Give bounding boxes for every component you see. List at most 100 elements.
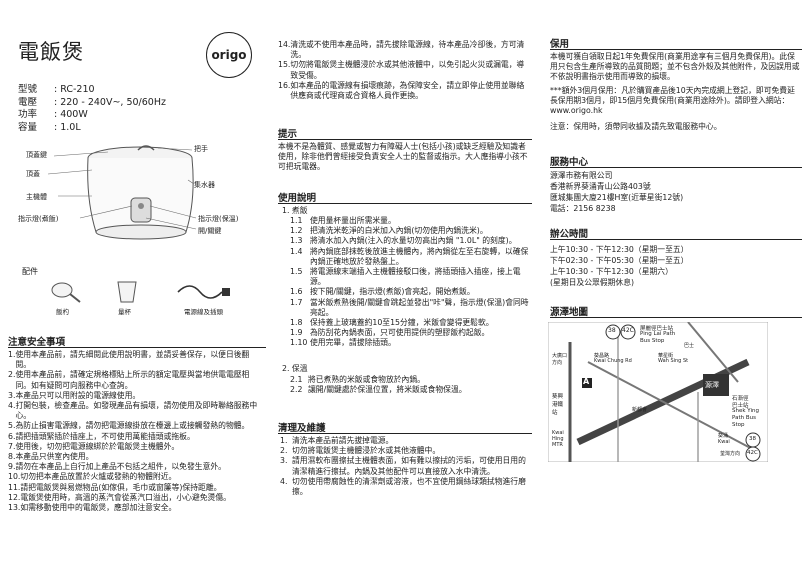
list-item: 12.電飯煲使用時，高溫的蒸汽會從蒸汽口溢出，小心避免燙傷。 [8,492,231,502]
hours-line: 下午02:30 - 下午05:30（星期一至五） [550,256,689,265]
middle-column: 14.清洗或不使用本產品時，請先拔除電源線，待本產品冷卻後，方可清洗。 15.切… [274,0,536,568]
cleaning-title: 清理及維護 [278,423,326,434]
map-label: 大廣口 [552,353,568,359]
accessory-cord: 電源線及插頭 [184,308,223,316]
list-item: 10.切勿把本產品放置於火爐或發熱的物體附近。 [8,472,177,482]
map-label: 方向 [552,360,563,366]
list-item: 14.清洗或不使用本產品時，請先拔除電源線，待本產品冷卻後，方可清洗。 [278,40,525,60]
list-item: 3.本產品只可以用附設的電源線使用。 [8,390,141,400]
divider [278,139,532,140]
left-column: 電飯煲 origo 型號: RC-210 電壓: 220 - 240V~, 50… [0,0,270,568]
label-lid-button: 頂蓋鍵 [26,151,47,159]
rice-cooker-illustration [47,145,197,240]
hours-title: 辦公時間 [550,229,589,240]
office-hours: 上午10:30 - 下午12:30（星期一至五） 下午02:30 - 下午05:… [550,244,802,288]
spec-value: : 220 - 240V~, 50/60Hz [54,96,166,108]
map-label: Bus Stop [640,338,665,344]
spec-row: 容量 : 1.0L [18,122,166,135]
map-label: 葵興港鐵站 [552,394,564,416]
list-item: 11.請把電飯煲與易燃物品(如傢俱，毛巾或窗簾等)保持距離。 [8,482,222,492]
spec-row: 電壓 : 220 - 240V~, 50/60Hz [18,97,166,110]
usage-title: 使用說明 [278,193,317,204]
map-label: Kwai [718,439,730,445]
hours-line: 上午10:30 - 下午12:30（星期一至五） [550,245,689,254]
list-item: 7.使用後，切勿把電源線綁於於電飯煲主機體外。 [8,441,180,451]
spec-value: : 400W [54,109,88,120]
right-column: 保用 本機可獲自領取日起1年免費保用(商業用途享有三個月免費保用)。此保用只包含… [540,0,808,568]
label-switch: 開/關鍵 [198,227,222,235]
safety-title: 注意安全事項 [8,337,66,348]
spec-list: 型號: RC-210 電壓: 220 - 240V~, 50/60Hz 功率: … [18,84,166,134]
map-title: 源澤地圖 [550,307,589,318]
map-label: 葵昌路 [594,353,610,359]
list-item: 2.使用本產品前，請確定規格標貼上所示的額定電壓與當地供電電壓相同。如有疑問可向… [8,370,250,390]
map-label: 屏麗徑巴士站 [640,326,674,332]
map-label: 新都會 [632,407,648,413]
safety-list: 1.使用本產品前，請先細閱此使用說明書，並請妥善保存，以便日後翻閱。 2.使用本… [8,350,264,513]
service-line: 香港新界葵涌青山公路403號 [550,182,651,191]
destination-marker: 源澤 [705,381,719,389]
service-info: 源澤市務有限公司 香港新界葵涌青山公路403號 匯城集團大廈21樓H室(近華星街… [550,170,802,214]
map-label: Wah Sing St [658,358,689,364]
service-line: 匯城集團大廈21樓H室(近華星街12號) [550,193,684,202]
accessories-title: 配件 [22,267,38,276]
label-water-collector: 集水器 [194,181,215,189]
notice-text: 本機不是為體質、感覺或智力有障礙人士(包括小孩)或缺乏經驗及知識者使用，除非他們… [278,142,528,172]
map-label: 巴士 [684,343,695,349]
map-label: Ping Lai Path [640,331,676,337]
accessories-illustration [51,281,230,303]
map-label: Path Bus [732,415,756,421]
spec-value: : 1.0L [54,121,81,133]
bus-route-label: 38 [608,327,616,334]
map-label: 巴士站 [732,403,749,409]
list-item: 4.打開包裝，檢查產品。如發現產品有損壞，請勿使用及即時聯絡服務中心。 [8,401,258,421]
service-line: 源澤市務有限公司 [550,171,613,180]
label-warm-light: 指示燈(保溫) [198,215,239,223]
warranty-text: 本機可獲自領取日起1年免費保用(商業用途享有三個月免費保用)。此保用只包含生產所… [550,52,800,82]
map-label: Kwai Hing MTR [552,430,564,448]
spec-key: 功率 [18,109,38,120]
notice-title: 提示 [278,129,298,140]
usage-section-2: 2. 保溫 [282,364,308,373]
list-item: 5.為防止損害電源線，請勿把電源線掛放在檯邊上或接觸發熱的物體。 [8,421,250,431]
list-item: 8.本產品只供室內使用。 [8,452,94,462]
list-item: 15.切勿將電飯煲主機體浸於水或其他液體中，以免引起火災或漏電，導致受傷。 [278,60,525,80]
cleaning-list: 1.清洗本產品前請先拔掉電源。 2.切勿將電飯煲主機體浸於水或其他液體中。 3.… [280,436,532,497]
hours-line: 上午10:30 - 下午12:30（星期六） [550,267,673,276]
safety-list-continued: 14.清洗或不使用本產品時，請先拔除電源線，待本產品冷卻後，方可清洗。 15.切… [278,40,532,101]
bus-route-label: 42C [747,450,758,456]
divider [550,49,802,50]
warranty-title: 保用 [550,39,570,50]
spec-key: 電壓 [18,96,38,108]
accessory-cup: 量杯 [118,308,131,316]
street-map [547,321,769,463]
map-label: Stop [732,422,745,428]
divider [8,347,266,348]
divider [550,167,802,168]
label-cook-light: 指示燈(煮飯) [18,215,59,223]
spec-key: 容量 [18,121,38,133]
list-item: 1.清洗本產品前請先拔掉電源。 [280,436,394,445]
divider [550,317,802,318]
page-title: 電飯煲 [18,40,84,64]
exit-a-marker: A [583,377,590,386]
spec-value: : RC-210 [54,84,95,95]
accessory-spoon: 飯杓 [56,308,69,316]
label-body: 主機體 [26,193,47,201]
divider [550,239,802,240]
location-map: 38 42C 屏麗徑巴士站 Ping Lai Path Bus Stop 大廣口… [547,321,769,463]
list-item: 4.切勿使用帶腐蝕性的清潔劑或溶液，也不宜使用鋼絲球類拭物進行磨擦。 [280,476,526,497]
